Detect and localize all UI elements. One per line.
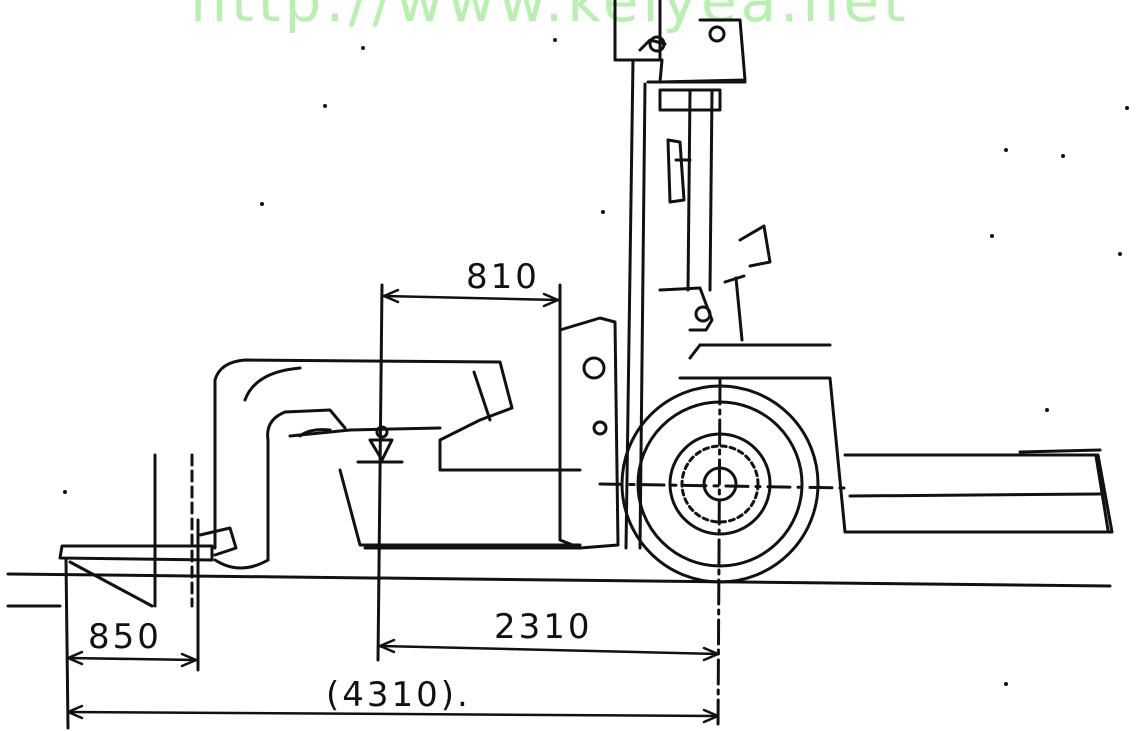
step-platform xyxy=(58,453,214,672)
rear-frame xyxy=(843,448,1114,534)
dimension-label-2310: 2310 xyxy=(494,607,593,647)
load-hook xyxy=(356,425,404,464)
dimension-lines xyxy=(66,288,720,724)
dimension-label-810: 810 xyxy=(466,257,540,297)
dimension-label-850: 850 xyxy=(88,617,162,657)
chassis xyxy=(198,358,582,570)
dimension-label-4310: (4310). xyxy=(326,675,471,715)
lift-mast xyxy=(613,0,747,550)
scan-speckles xyxy=(63,38,1129,686)
ground-line xyxy=(6,572,1112,608)
reference-lines xyxy=(64,283,722,730)
watermark-text: http://www.kelyea.net xyxy=(190,0,910,35)
main-wheel xyxy=(598,384,847,584)
